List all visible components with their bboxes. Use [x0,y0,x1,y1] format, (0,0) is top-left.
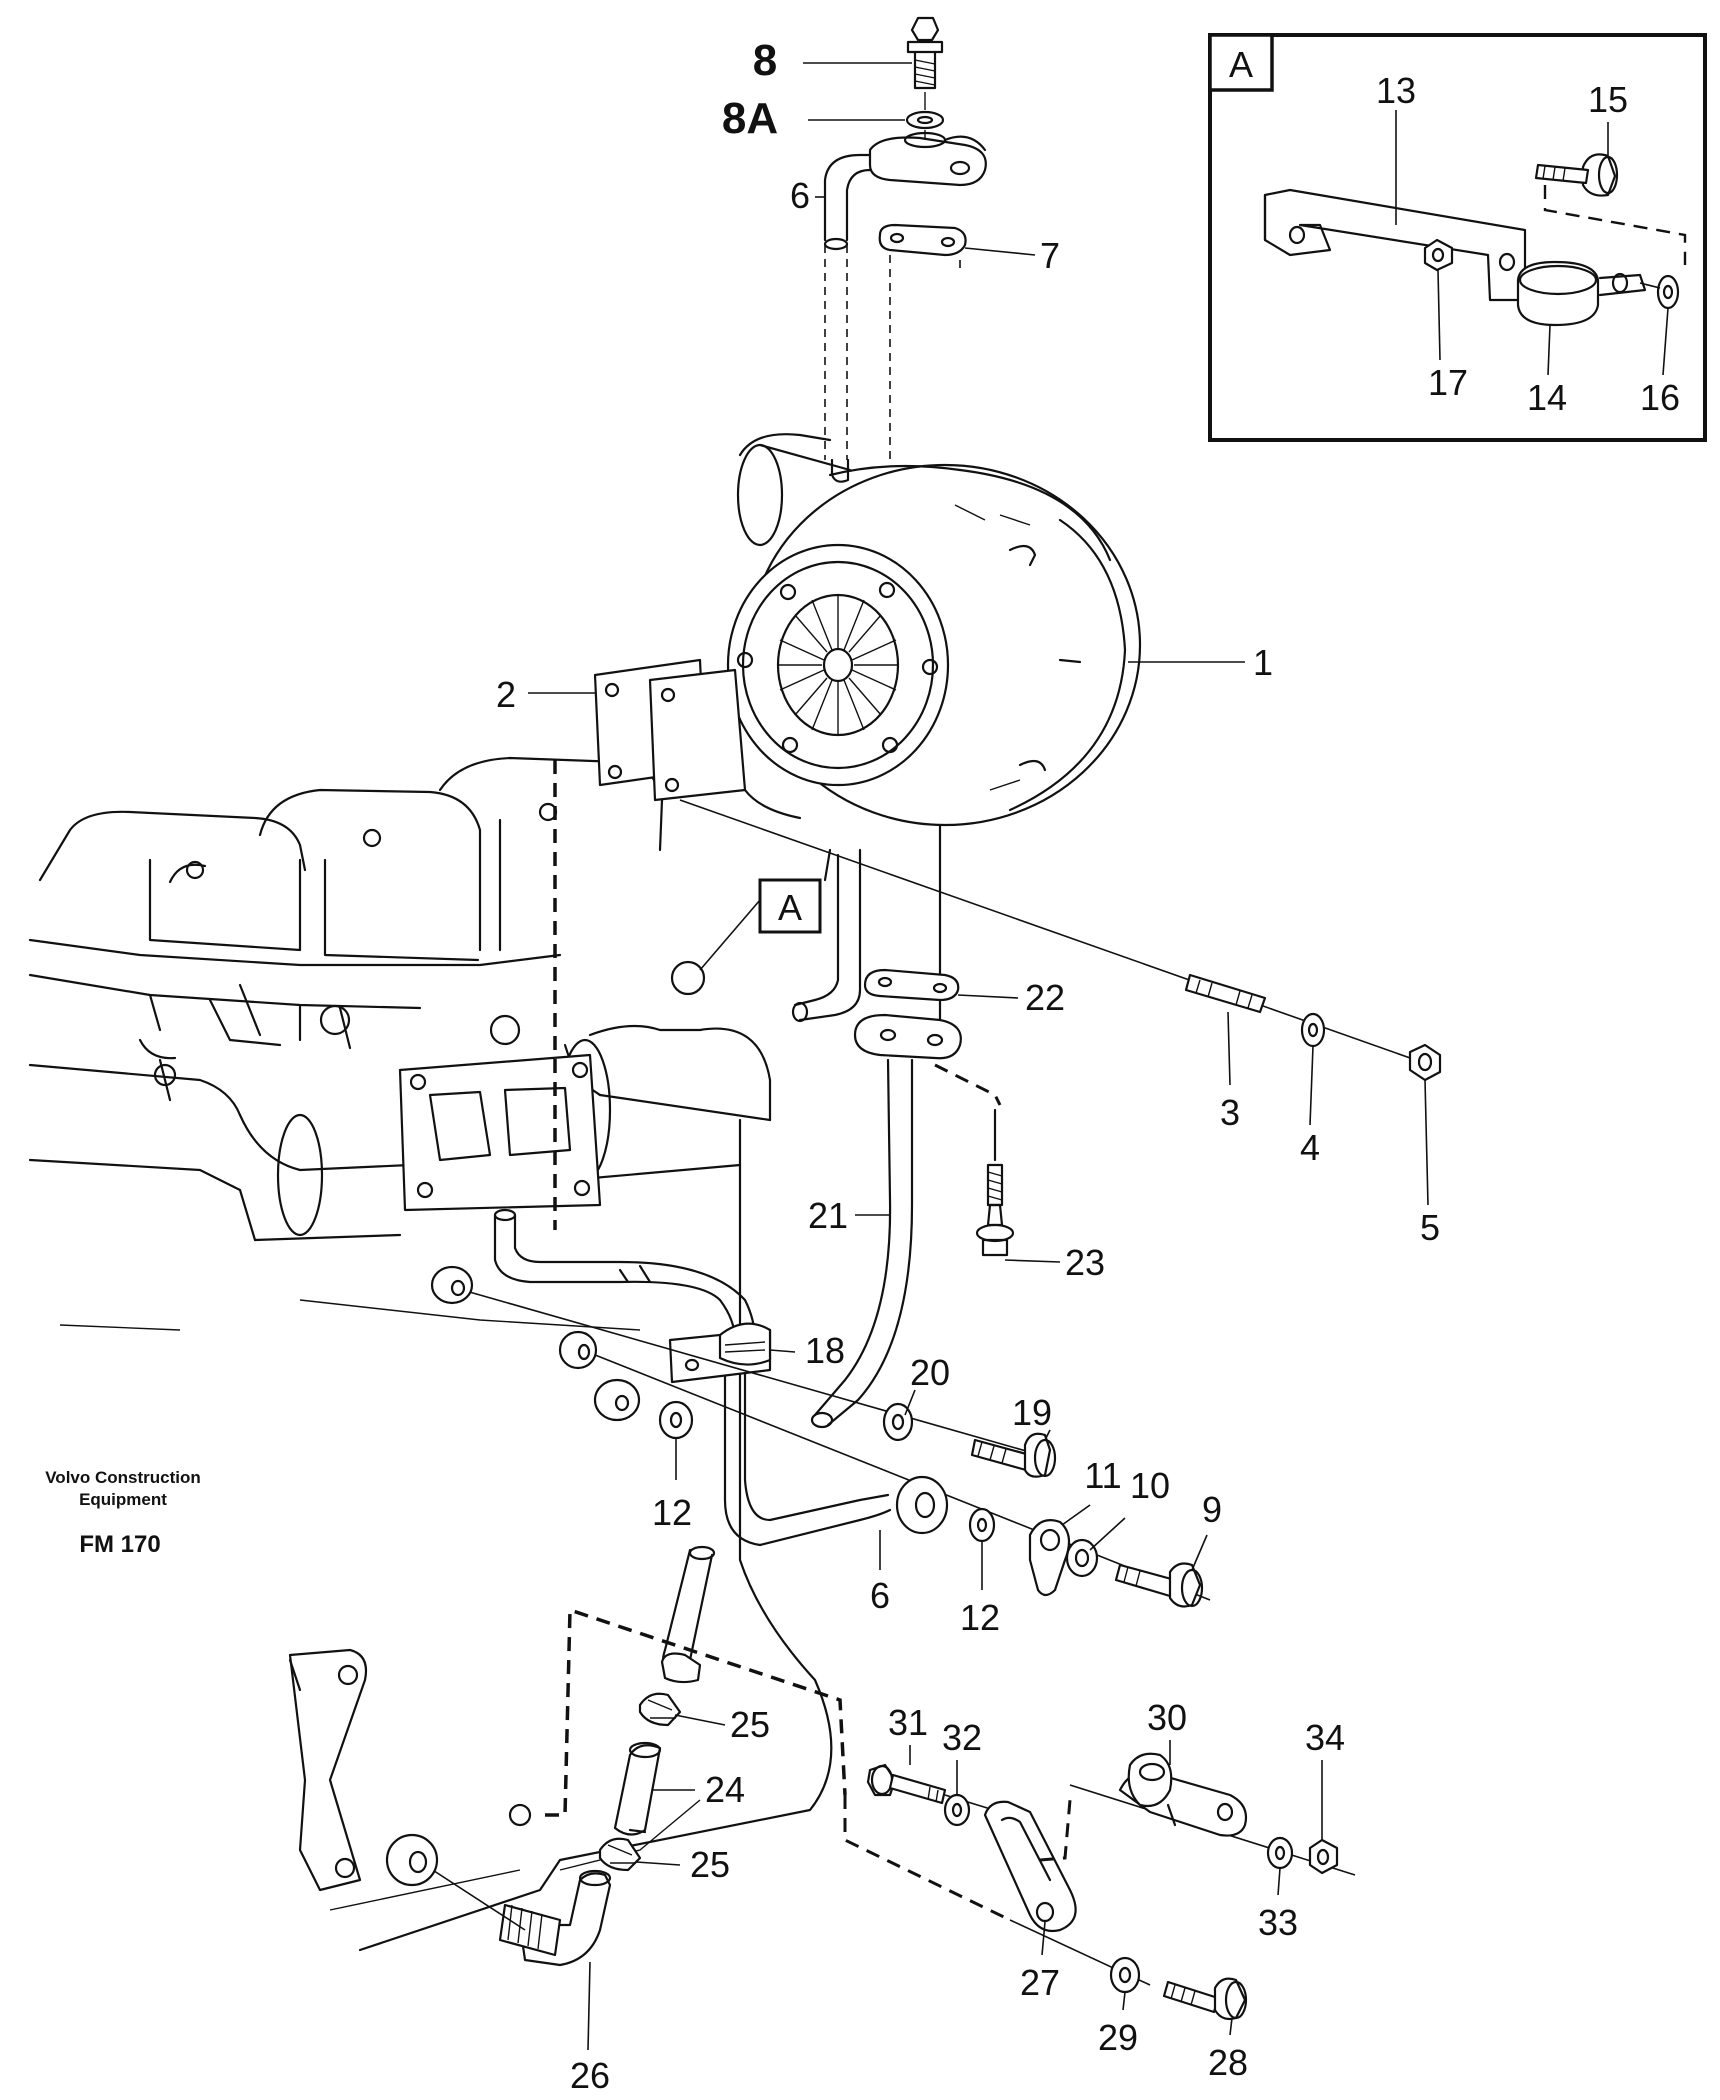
callout-a-marker: A [699,878,822,971]
label-part-12-left: 12 [652,1492,692,1533]
oil-return-pipe-assembly [810,968,1015,1429]
inset-label-15: 15 [1588,79,1628,120]
figure-caption: Volvo Construction Equipment FM 170 [45,1468,201,1558]
label-part-19: 19 [1012,1392,1052,1433]
label-part-6-bottom: 6 [870,1575,890,1616]
part-number-labels: 8 8A 6 7 1 2 22 3 4 5 21 23 18 20 19 12 … [496,36,1440,2096]
bracket-assembly [843,1752,1356,2021]
label-part-9: 9 [1202,1489,1222,1530]
label-part-23: 23 [1065,1242,1105,1283]
label-part-32: 32 [942,1717,982,1758]
leader-lines [528,62,1429,2051]
inset-detail-a: A 13 15 17 14 16 [1208,33,1707,442]
label-part-25-top: 25 [730,1704,770,1745]
label-part-34: 34 [1305,1717,1345,1758]
compressor-wheel-blades [778,595,898,735]
label-part-29: 29 [1098,2017,1138,2058]
label-part-18: 18 [805,1330,845,1371]
label-part-2: 2 [496,674,516,715]
label-part-31: 31 [888,1702,928,1743]
label-part-8: 8 [753,36,777,85]
label-part-1: 1 [1253,642,1273,683]
label-part-6-top: 6 [790,175,810,216]
label-part-21: 21 [808,1195,848,1236]
label-part-20: 20 [910,1352,950,1393]
publisher-line-1: Volvo Construction [45,1468,201,1487]
turbocharger-unit [593,433,1142,1042]
label-part-11: 11 [1084,1455,1121,1496]
inset-label-17: 17 [1428,362,1468,403]
model-code: FM 170 [79,1531,160,1558]
label-part-5: 5 [1420,1207,1440,1248]
label-part-25-bottom: 25 [690,1844,730,1885]
callout-a-label: A [778,887,802,928]
inset-label-13: 13 [1376,70,1416,111]
label-part-24: 24 [705,1769,745,1810]
inset-label-14: 14 [1527,377,1567,418]
label-part-27: 27 [1020,1962,1060,2003]
oil-pipe-lower [430,760,1211,1608]
label-part-8a: 8A [722,94,778,143]
label-part-12-bottom: 12 [960,1597,1000,1638]
inset-label-16: 16 [1640,377,1680,418]
inset-tag: A [1229,44,1253,85]
label-part-26: 26 [570,2055,610,2096]
label-part-33: 33 [1258,1902,1298,1943]
label-part-22: 22 [1025,977,1065,1018]
engine-cylinder-heads [28,756,833,1952]
label-part-30: 30 [1147,1697,1187,1738]
bolt-8-and-washer-8a [905,16,945,140]
label-part-10: 10 [1130,1465,1170,1506]
label-part-4: 4 [1300,1127,1320,1168]
stud-washer-nut [679,799,1442,1082]
label-part-28: 28 [1208,2042,1248,2083]
drain-hose-assembly [385,1545,847,1967]
oil-feed-pipe-top [823,131,987,483]
label-part-3: 3 [1220,1092,1240,1133]
label-part-7: 7 [1040,235,1060,276]
publisher-line-2: Equipment [79,1490,167,1509]
